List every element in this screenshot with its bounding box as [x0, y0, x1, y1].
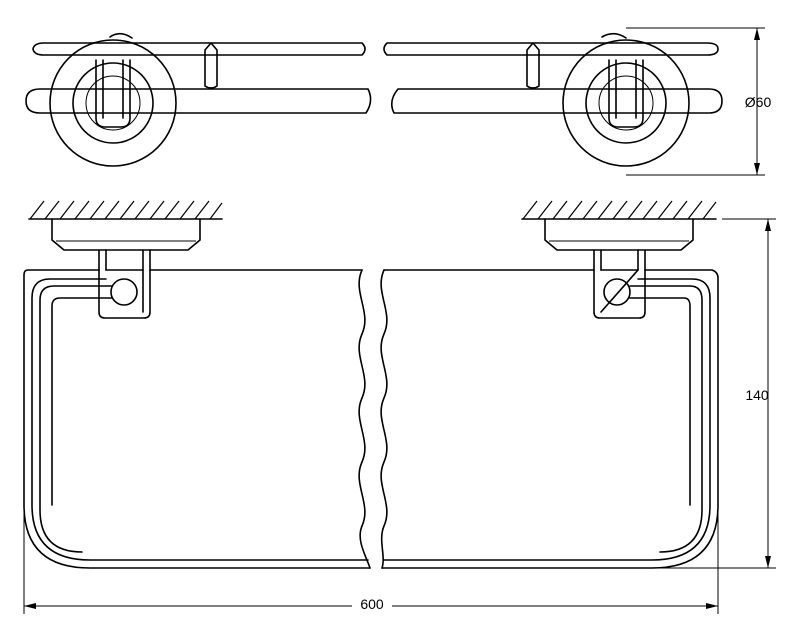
- right-mount-base: [544, 218, 694, 251]
- diameter-label: Ø60: [745, 94, 772, 110]
- left-wall-hatch: [28, 200, 223, 220]
- top-view-right-clip: [601, 32, 627, 39]
- break-lines: [358, 269, 388, 569]
- top-view-front-rail: [25, 88, 723, 114]
- top-view: [25, 32, 723, 167]
- top-view-rear-rail: [32, 42, 719, 56]
- diameter-dimension: Ø60: [626, 27, 772, 176]
- right-bracket: [593, 249, 646, 319]
- left-bracket: [98, 249, 151, 319]
- height-dimension: 140: [652, 218, 776, 569]
- right-wall-hatch: [521, 200, 717, 220]
- height-label: 140: [745, 387, 769, 403]
- top-view-left-clip: [109, 32, 133, 39]
- glass-shelf-left: [23, 269, 371, 569]
- width-label: 600: [360, 596, 384, 612]
- top-view-left-flange: [49, 39, 177, 167]
- left-mount-base: [51, 218, 201, 251]
- glass-shelf-right: [381, 269, 719, 569]
- width-dimension: 600: [23, 510, 719, 614]
- front-rail-rod: [39, 285, 703, 553]
- front-view: [23, 200, 719, 569]
- top-view-right-tab: [526, 42, 540, 89]
- top-view-right-flange: [562, 39, 690, 167]
- top-view-left-tab: [204, 42, 218, 89]
